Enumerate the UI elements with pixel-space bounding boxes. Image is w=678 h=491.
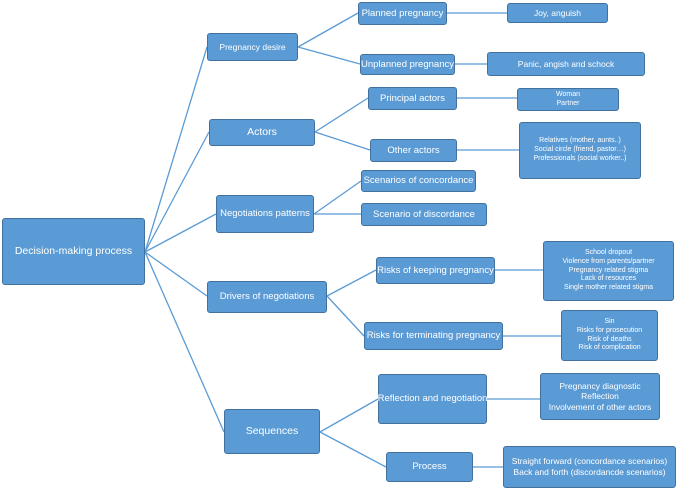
node-sequences: Sequences [224, 409, 320, 454]
node-principal-actors: Principal actors [368, 87, 457, 110]
connector-drivers-keeping [326, 269, 377, 297]
node-planned-pregnancy: Planned pregnancy [358, 2, 447, 25]
connector-root-pregnancy-desire [144, 46, 208, 253]
connector-actors-principal [314, 97, 369, 133]
node-pregnancy-desire: Pregnancy desire [207, 33, 298, 61]
node-scenarios-of-concordance: Scenarios of concordance [361, 170, 476, 192]
node-risks-of-keeping-pregnancy: Risks of keeping pregnancy [376, 257, 495, 284]
connector-desire-unplanned [297, 46, 361, 65]
leaf-process-list: Straight forward (concordance scenarios)… [503, 446, 676, 488]
leaf-reflection-list: Pregnancy diagnostic Reflection Involvem… [540, 373, 660, 420]
node-negotiations-patterns: Negotiations patterns [216, 195, 314, 233]
connector-sequences-reflection [319, 398, 379, 433]
root-decision-making-process: Decision-making process [2, 218, 145, 285]
leaf-risks-terminating-list: Sin Risks for prosecution Risk of deaths… [561, 310, 658, 361]
connector-root-drivers [144, 251, 208, 297]
connector-desire-planned [297, 12, 359, 48]
node-risks-for-terminating-pregnancy: Risks for terminating pregnancy [364, 322, 503, 350]
node-reflection-and-negotiation: Reflection and negotiation [378, 374, 487, 424]
leaf-planned-emotions: Joy, anguish [507, 3, 608, 23]
node-process: Process [386, 452, 473, 482]
leaf-other-actors-list: Relatives (mother, aunts..) Social circl… [519, 122, 641, 179]
connector-actors-other [314, 131, 371, 151]
connector-drivers-terminating [326, 295, 365, 337]
connector-root-actors [144, 131, 210, 253]
leaf-unplanned-emotions: Panic, angish and schock [487, 52, 645, 76]
connector-root-negotiations [144, 213, 217, 253]
connector-sequences-process [319, 431, 387, 468]
leaf-principal-actors-list: Woman Partner [517, 88, 619, 111]
node-scenario-of-discordance: Scenario of discordance [361, 203, 487, 226]
connector-negotiations-concordance [313, 180, 362, 215]
node-drivers-of-negotiations: Drivers of negotiations [207, 281, 327, 313]
node-actors: Actors [209, 119, 315, 146]
connector-root-sequences [144, 251, 225, 433]
leaf-risks-keeping-list: School dropout Violence from parents/par… [543, 241, 674, 301]
node-other-actors: Other actors [370, 139, 457, 162]
node-unplanned-pregnancy: Unplanned pregnancy [360, 54, 455, 75]
